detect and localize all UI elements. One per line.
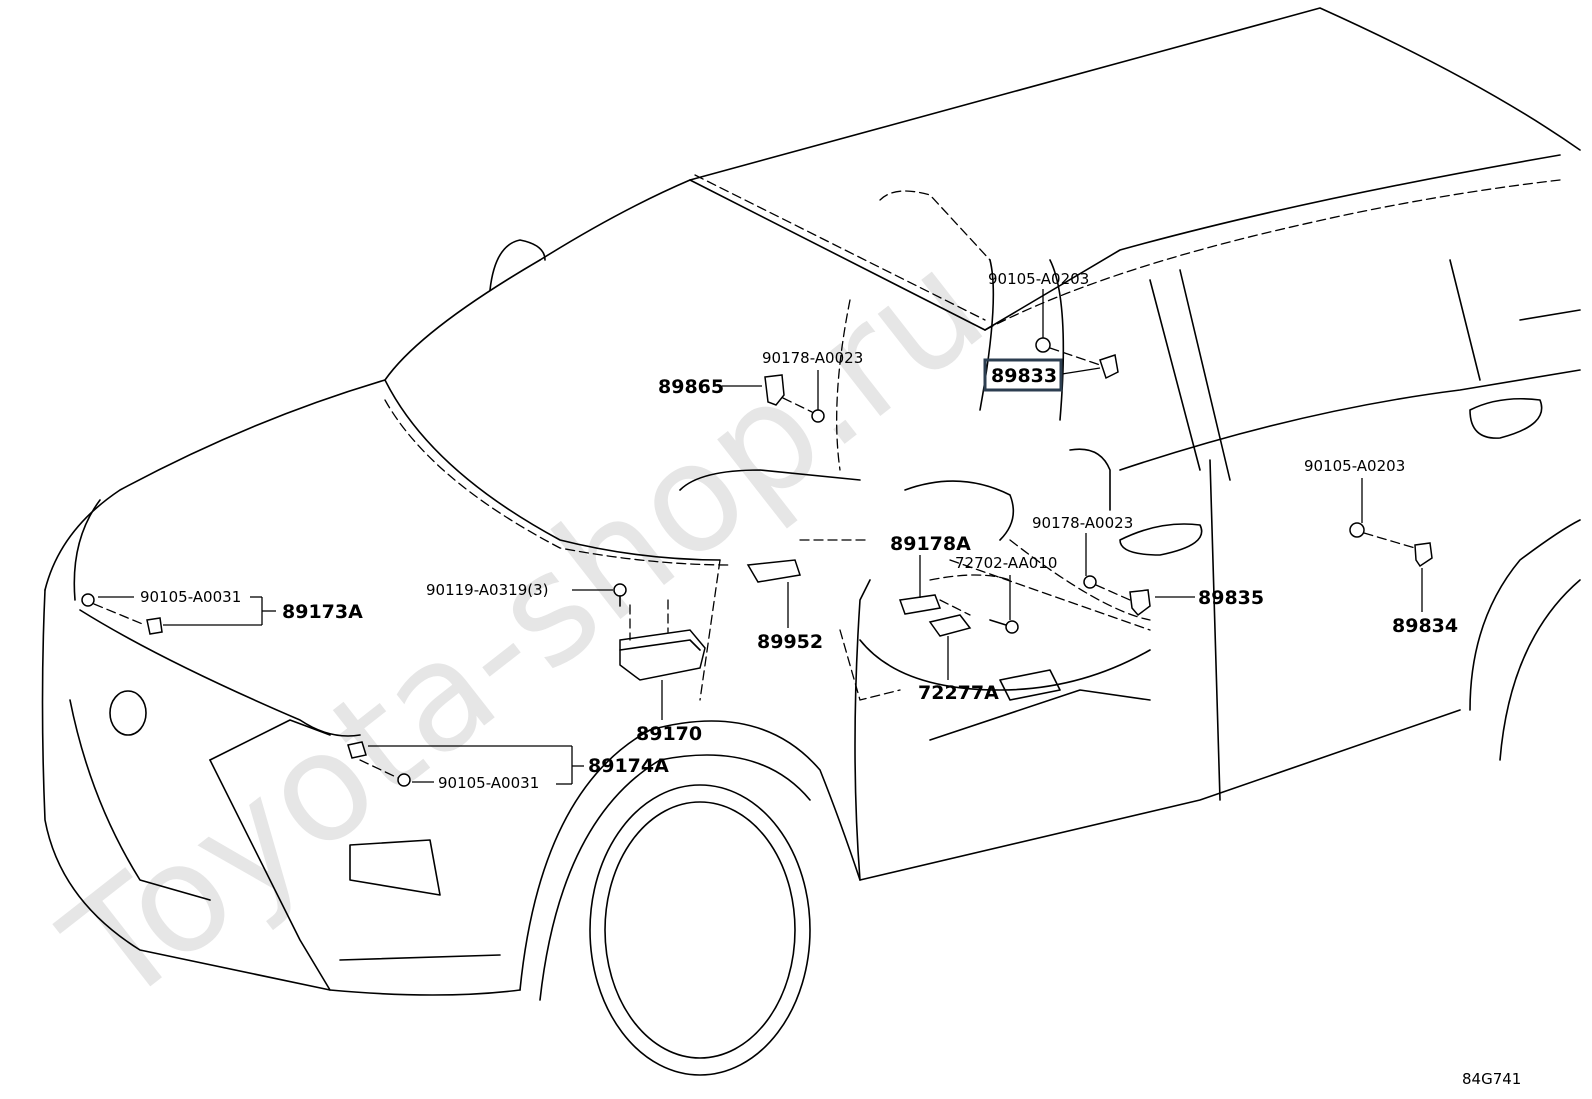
- watermark-text: Toyota-shop.ru: [34, 219, 1015, 1039]
- sensor-89835: [1095, 584, 1151, 617]
- leader-lines: [98, 289, 1423, 785]
- label-90105-a0203-top: 90105-A0203: [988, 270, 1089, 288]
- sensor-89834: [1414, 542, 1433, 568]
- nut-90178-a0023-mid: [1083, 575, 1097, 589]
- sensor-89173a: [81, 593, 163, 635]
- label-89952: 89952: [757, 631, 823, 653]
- label-72277a: 72277A: [918, 682, 999, 704]
- label-89835: 89835: [1198, 587, 1264, 609]
- label-89833: 89833: [991, 365, 1057, 387]
- label-89865: 89865: [658, 376, 724, 398]
- label-90105-a0203-right: 90105-A0203: [1304, 457, 1405, 475]
- airbag-ecu-89170: [619, 599, 706, 681]
- sensor-89865: [764, 374, 813, 413]
- bolt-90119-a0319: [613, 583, 627, 607]
- bracket-72277a: [928, 599, 972, 637]
- bolt-72702-aa010: [989, 619, 1019, 634]
- sensor-89833: [1099, 354, 1119, 380]
- car-body-outline: [41, 7, 1581, 1076]
- label-90105-a0031-top: 90105-A0031: [140, 588, 241, 606]
- label-90178-a0023-mid: 90178-A0023: [1032, 514, 1133, 532]
- nut-90178-a0023-top: [811, 409, 825, 423]
- connector-89952: [746, 559, 801, 583]
- label-89834: 89834: [1392, 615, 1458, 637]
- label-89173a: 89173A: [282, 601, 363, 623]
- sensor-89174a: [347, 741, 411, 787]
- label-90119-a0319: 90119-A0319(3): [426, 581, 548, 599]
- bolt-90105-a0203-right: [1349, 522, 1416, 549]
- label-89170: 89170: [636, 723, 702, 745]
- parts: [81, 337, 1433, 787]
- part-labels: 90105-A0203 90178-A0023 89865 89833 9010…: [140, 270, 1521, 1088]
- label-72702-aa010: 72702-AA010: [955, 554, 1057, 572]
- sensor-89178a: [898, 594, 942, 615]
- label-90178-a0023-top: 90178-A0023: [762, 349, 863, 367]
- label-89174a: 89174A: [588, 755, 669, 777]
- label-90105-a0031-bottom: 90105-A0031: [438, 774, 539, 792]
- figure-id: 84G741: [1462, 1070, 1521, 1088]
- label-89178a: 89178A: [890, 533, 971, 555]
- highlight-box-89833: [983, 358, 1063, 392]
